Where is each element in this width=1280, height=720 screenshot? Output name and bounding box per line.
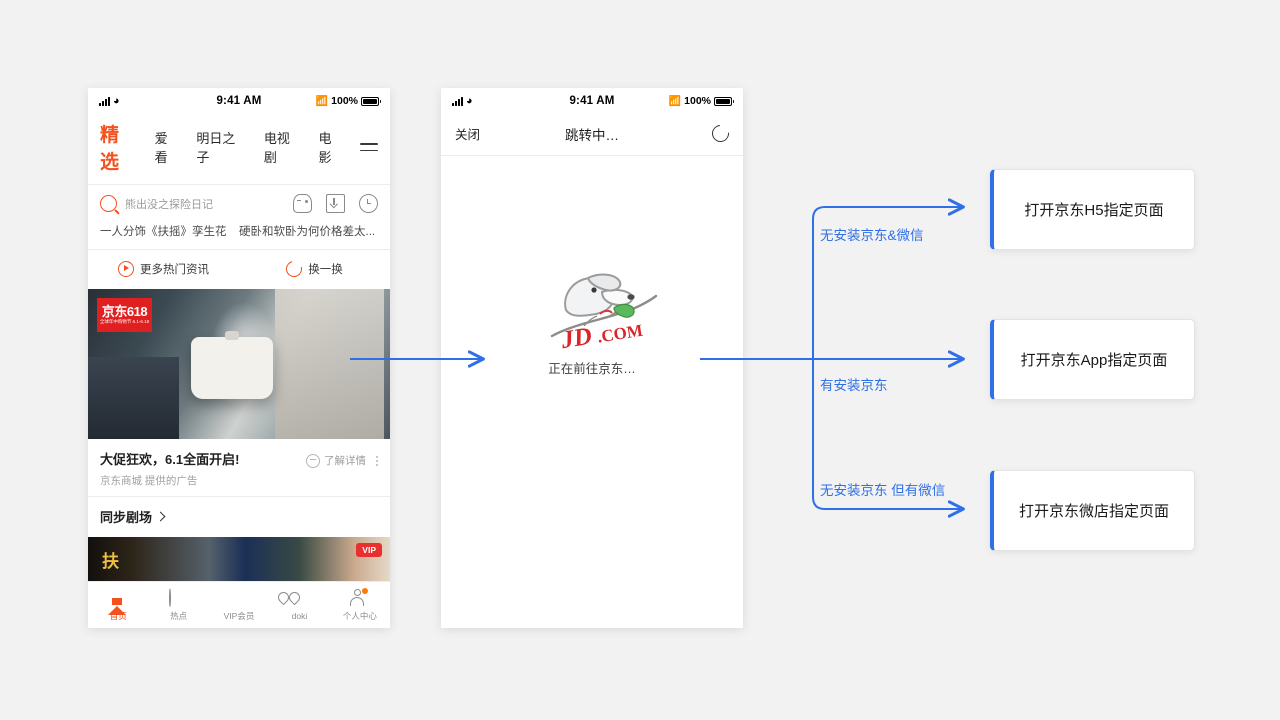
refresh-icon: [283, 258, 306, 280]
tabbar-label-hot: 热点: [170, 610, 188, 621]
section-header-tongbujuchang[interactable]: 同步剧场: [88, 497, 390, 537]
status-bar-right: ◕ 9:41 AM 📶 100%: [441, 88, 743, 114]
tabbar-item-vip[interactable]: VIP会员: [209, 582, 269, 628]
outcome-card-app-label: 打开京东App指定页面: [1020, 352, 1168, 369]
decorative-glyph: 扶: [102, 552, 119, 572]
tab-mingriduzi[interactable]: 明日之子: [196, 131, 236, 165]
tab-aikan[interactable]: 爱看: [154, 131, 168, 165]
jd-joy-dog-logo: JD .COM: [544, 266, 658, 354]
bluetooth-icon: 📶: [668, 95, 682, 107]
status-time: 9:41 AM: [216, 95, 262, 107]
ad-text-block: 大促狂欢，6.1全面开启! 京东商城 提供的广告 了解详情: [88, 439, 390, 496]
tabbar-item-doki[interactable]: doki: [269, 582, 329, 628]
tabbar-label-vip: VIP会员: [223, 610, 255, 621]
branch-label-h5: 无安装京东&微信: [820, 228, 924, 243]
tab-jingxuan[interactable]: 精选: [100, 125, 120, 173]
bottom-tab-bar: 首页 热点 VIP会员 doki 个人中心: [88, 581, 390, 628]
webview-toolbar: 关闭 跳转中…: [441, 114, 743, 155]
refresh-label: 换一换: [308, 264, 343, 276]
battery-percent: 100%: [684, 95, 711, 107]
battery-icon: [361, 96, 381, 106]
history-clock-icon[interactable]: [359, 194, 378, 213]
ad-cta-button[interactable]: 了解详情: [306, 453, 366, 468]
outcome-card-wechat-store-label: 打开京东微店指定页面: [1018, 503, 1169, 520]
phone-mockup-tencent-video: ◕ 9:41 AM 📶 100% 精选 爱看 明日之子 电视剧 电影 熊出没之探…: [88, 88, 390, 628]
branch-label-app: 有安装京东: [820, 378, 888, 393]
jd-618-badge: 京东618 全球年中购物节 6.1-6.18: [97, 298, 152, 332]
outcome-card-h5-label: 打开京东H5指定页面: [1024, 202, 1164, 219]
signal-icon: ◕: [99, 95, 120, 107]
tabbar-item-profile[interactable]: 个人中心: [330, 582, 390, 628]
wifi-icon: ◕: [466, 95, 473, 107]
phone-mockup-webview-loading: ◕ 9:41 AM 📶 100% 关闭 跳转中…: [441, 88, 743, 628]
webview-title: 跳转中…: [565, 127, 619, 143]
action-row: 更多热门资讯 换一换: [88, 250, 390, 289]
status-bar-left: ◕ 9:41 AM 📶 100%: [88, 88, 390, 114]
more-hot-news-button[interactable]: 更多热门资讯: [88, 261, 239, 277]
hot-topic-2[interactable]: 硬卧和软卧为何价格差太...: [239, 226, 376, 238]
heart-icon: [289, 590, 309, 608]
hot-topics-row: 一人分饰《扶摇》孪生花 硬卧和软卧为何价格差太...: [88, 219, 390, 249]
tab-dianying[interactable]: 电影: [318, 131, 332, 165]
fire-icon: [168, 587, 189, 607]
chevron-right-icon: [155, 511, 166, 522]
tabbar-label-doki: doki: [291, 610, 308, 621]
search-input[interactable]: 熊出没之探险日记: [125, 198, 213, 211]
star-icon: [229, 589, 249, 607]
divider: [441, 155, 743, 156]
arrow-circle-icon: [306, 453, 320, 468]
hamburger-icon[interactable]: [360, 138, 378, 156]
notification-dot: [362, 588, 369, 594]
divider: [88, 184, 390, 185]
play-circle-icon: [118, 261, 134, 277]
hot-topic-1[interactable]: 一人分饰《扶摇》孪生花: [100, 226, 227, 238]
svg-text:JD: JD: [558, 323, 593, 355]
close-button[interactable]: 关闭: [455, 128, 481, 142]
battery-icon: [714, 96, 734, 106]
branch-label-wechat-store: 无安装京东 但有微信: [820, 483, 946, 498]
search-bar[interactable]: 熊出没之探险日记: [88, 185, 390, 219]
section-title: 同步剧场: [100, 510, 153, 525]
vip-badge: VIP: [356, 543, 382, 557]
tabbar-item-home[interactable]: 首页: [88, 582, 148, 628]
signal-icon: ◕: [452, 95, 473, 107]
outcome-card-wechat-store[interactable]: 打开京东微店指定页面: [990, 470, 1195, 551]
ad-banner-image[interactable]: 京东618 全球年中购物节 6.1-6.18: [88, 289, 390, 439]
loading-message: 正在前往京东…: [548, 362, 636, 376]
lower-content-card[interactable]: 扶 VIP: [88, 537, 390, 583]
status-time: 9:41 AM: [569, 95, 615, 107]
game-controller-icon[interactable]: [293, 194, 312, 213]
ad-cta-label: 了解详情: [324, 455, 366, 467]
jd-618-badge-title: 京东618: [101, 304, 148, 320]
outcome-card-h5[interactable]: 打开京东H5指定页面: [990, 169, 1195, 250]
divider: [88, 249, 390, 250]
tabbar-label-profile: 个人中心: [342, 610, 377, 621]
more-hot-news-label: 更多热门资讯: [140, 264, 209, 276]
ad-subtitle: 京东商城 提供的广告: [100, 475, 198, 487]
refresh-button[interactable]: 换一换: [239, 258, 390, 280]
tab-dianshiju[interactable]: 电视剧: [263, 131, 290, 165]
tabbar-item-hot[interactable]: 热点: [148, 582, 208, 628]
webview-loading-body: JD .COM 正在前往京东…: [441, 156, 743, 628]
home-icon: [108, 588, 128, 615]
search-icon: [100, 195, 117, 212]
more-vertical-icon[interactable]: [376, 455, 378, 466]
download-icon[interactable]: [326, 194, 345, 213]
wifi-icon: ◕: [113, 95, 120, 107]
svg-text:.COM: .COM: [596, 321, 644, 347]
divider: [88, 496, 390, 497]
ad-title: 大促狂欢，6.1全面开启!: [100, 452, 240, 467]
outcome-card-app[interactable]: 打开京东App指定页面: [990, 319, 1195, 400]
jd-618-badge-sub: 全球年中购物节 6.1-6.18: [99, 319, 150, 325]
battery-percent: 100%: [331, 95, 358, 107]
tabbar-label-home: 首页: [109, 610, 127, 621]
nav-tabs: 精选 爱看 明日之子 电视剧 电影: [88, 114, 390, 184]
bluetooth-icon: 📶: [315, 95, 329, 107]
